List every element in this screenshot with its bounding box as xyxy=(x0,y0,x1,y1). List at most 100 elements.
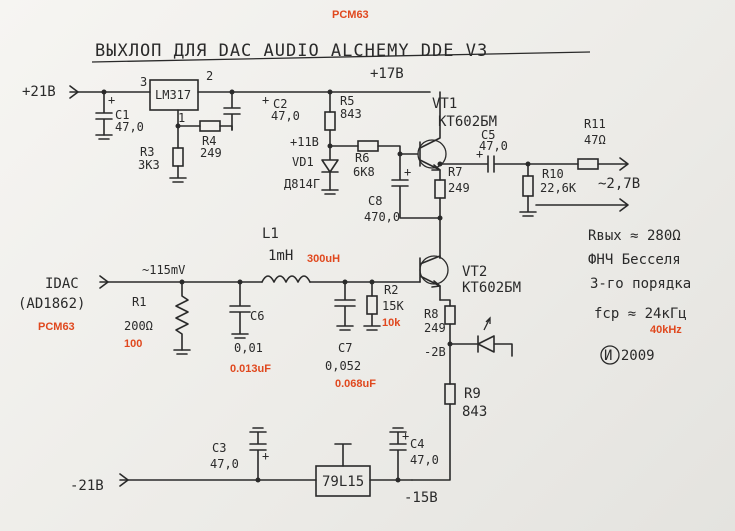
c2-value: 47,0 xyxy=(271,109,300,123)
led-arrow xyxy=(483,316,491,331)
transistor-vt1-body xyxy=(417,139,447,169)
r1-label: R1 xyxy=(132,295,146,309)
capacitor-c5 xyxy=(439,155,579,173)
lm317-pin1: 1 xyxy=(178,111,185,125)
node-c8-r7 xyxy=(437,215,443,221)
capacitor-c4 xyxy=(389,427,407,481)
r5-value: 843 xyxy=(340,107,362,121)
l1-label: L1 xyxy=(262,226,279,242)
ground-r2 xyxy=(363,281,381,331)
r7-value: 249 xyxy=(448,181,470,195)
capacitor-c1 xyxy=(95,91,113,136)
resistor-r8 xyxy=(444,305,456,325)
c5-label: C5 xyxy=(481,128,495,142)
r2-value: 15К xyxy=(382,299,404,313)
r4-value: 249 xyxy=(200,146,222,160)
output-level: ~2,7В xyxy=(598,176,640,192)
red-note-c6: 0.013uF xyxy=(230,363,271,375)
r1-value: 200Ω xyxy=(124,319,153,333)
capacitor-c7 xyxy=(334,281,356,331)
resistor-r1 xyxy=(175,281,189,351)
led-diode xyxy=(449,335,513,357)
transistor-vt2-body xyxy=(419,255,449,285)
r8-value: 249 xyxy=(424,321,446,335)
rail-v11-label: +11В xyxy=(290,135,319,149)
note-fcp: fср ≈ 24кГц xyxy=(594,306,687,322)
r9-label: R9 xyxy=(464,386,481,402)
rail-in-neg-label: -21В xyxy=(70,478,104,494)
r6-label: R6 xyxy=(355,151,369,165)
r10-label: R10 xyxy=(542,167,564,181)
r7-label: R7 xyxy=(448,165,462,179)
output-arrow-top xyxy=(597,157,629,171)
zener-vd1 xyxy=(321,145,339,191)
resistor-r9 xyxy=(444,383,456,405)
rail-in-pos-label: +21В xyxy=(22,84,56,100)
r3-value: 3К3 xyxy=(138,158,160,172)
r11-value: 47Ω xyxy=(584,133,606,147)
wire-vt1-base xyxy=(377,145,419,155)
l1-value: 1mH xyxy=(268,248,293,264)
ic-lm317-label: LM317 xyxy=(155,88,191,102)
lm317-pin3: 3 xyxy=(140,75,147,89)
input-level: ~115mV xyxy=(142,263,185,277)
red-note-r1: 100 xyxy=(124,338,142,350)
vt2-value: КТ602БМ xyxy=(462,280,521,296)
red-note-source: PCM63 xyxy=(38,321,75,333)
rail-m15-label: -15В xyxy=(404,490,438,506)
c3-polarity: + xyxy=(262,449,269,463)
ic-lm317 xyxy=(149,79,199,111)
input-label: IDAC xyxy=(45,276,79,292)
ground-r10 xyxy=(519,163,537,217)
input-arrow-neg xyxy=(119,473,129,487)
ground-79l15 xyxy=(334,443,352,467)
r11-label: R11 xyxy=(584,117,606,131)
c4-polarity: + xyxy=(402,429,409,443)
lm317-pin2: 2 xyxy=(206,69,213,83)
c1-polarity: + xyxy=(108,93,115,107)
c4-label: C4 xyxy=(410,437,424,451)
c5-value: 47,0 xyxy=(479,139,508,153)
red-note-fcp: 40kHz xyxy=(650,324,682,336)
r2-label: R2 xyxy=(384,283,398,297)
vd1-value: Д814Г xyxy=(284,177,320,191)
capacitor-c8 xyxy=(391,153,441,219)
inductor-l1 xyxy=(261,275,311,283)
c3-label: C3 xyxy=(212,441,226,455)
r9-value: 843 xyxy=(462,404,487,420)
c1-value: 47,0 xyxy=(115,120,144,134)
c3-value: 47,0 xyxy=(210,457,239,471)
resistor-r7 xyxy=(434,179,446,199)
red-note-r2: 10k xyxy=(382,317,401,329)
vd1-label: VD1 xyxy=(292,155,314,169)
c6-label: C6 xyxy=(250,309,264,323)
note-filter-2: 3-го порядка xyxy=(590,276,691,292)
vt1-emitter-arrow xyxy=(431,164,441,171)
resistor-r3 xyxy=(172,147,184,167)
r5-label: R5 xyxy=(340,94,354,108)
resistor-r10 xyxy=(522,175,534,197)
wire-r8 xyxy=(439,299,451,345)
c4-value: 47,0 xyxy=(410,453,439,467)
resistor-r4 xyxy=(199,120,221,132)
note-filter-1: ФНЧ Бесселя xyxy=(588,252,681,268)
input-chip: (AD1862) xyxy=(18,296,85,312)
transistor-vt2 xyxy=(419,255,441,301)
note-rout: Rвых ≈ 280Ω xyxy=(588,228,681,244)
output-arrow-bottom xyxy=(535,198,629,212)
ground-r3 xyxy=(169,165,187,183)
r4-label: R4 xyxy=(202,134,216,148)
capacitor-c3 xyxy=(249,427,267,481)
c8-polarity: + xyxy=(404,165,411,179)
r3-label: R3 xyxy=(140,145,154,159)
vt2-emitter-arrow xyxy=(431,280,441,288)
c8-label: C8 xyxy=(368,194,382,208)
rail-m2-label: -2В xyxy=(424,345,446,359)
c2-polarity: + xyxy=(262,93,269,107)
c7-value: 0,052 xyxy=(325,359,361,373)
wire-r4-out xyxy=(219,125,233,131)
c7-label: C7 xyxy=(338,341,352,355)
r6-value: 6К8 xyxy=(353,165,375,179)
ground-vd1 xyxy=(321,189,339,195)
